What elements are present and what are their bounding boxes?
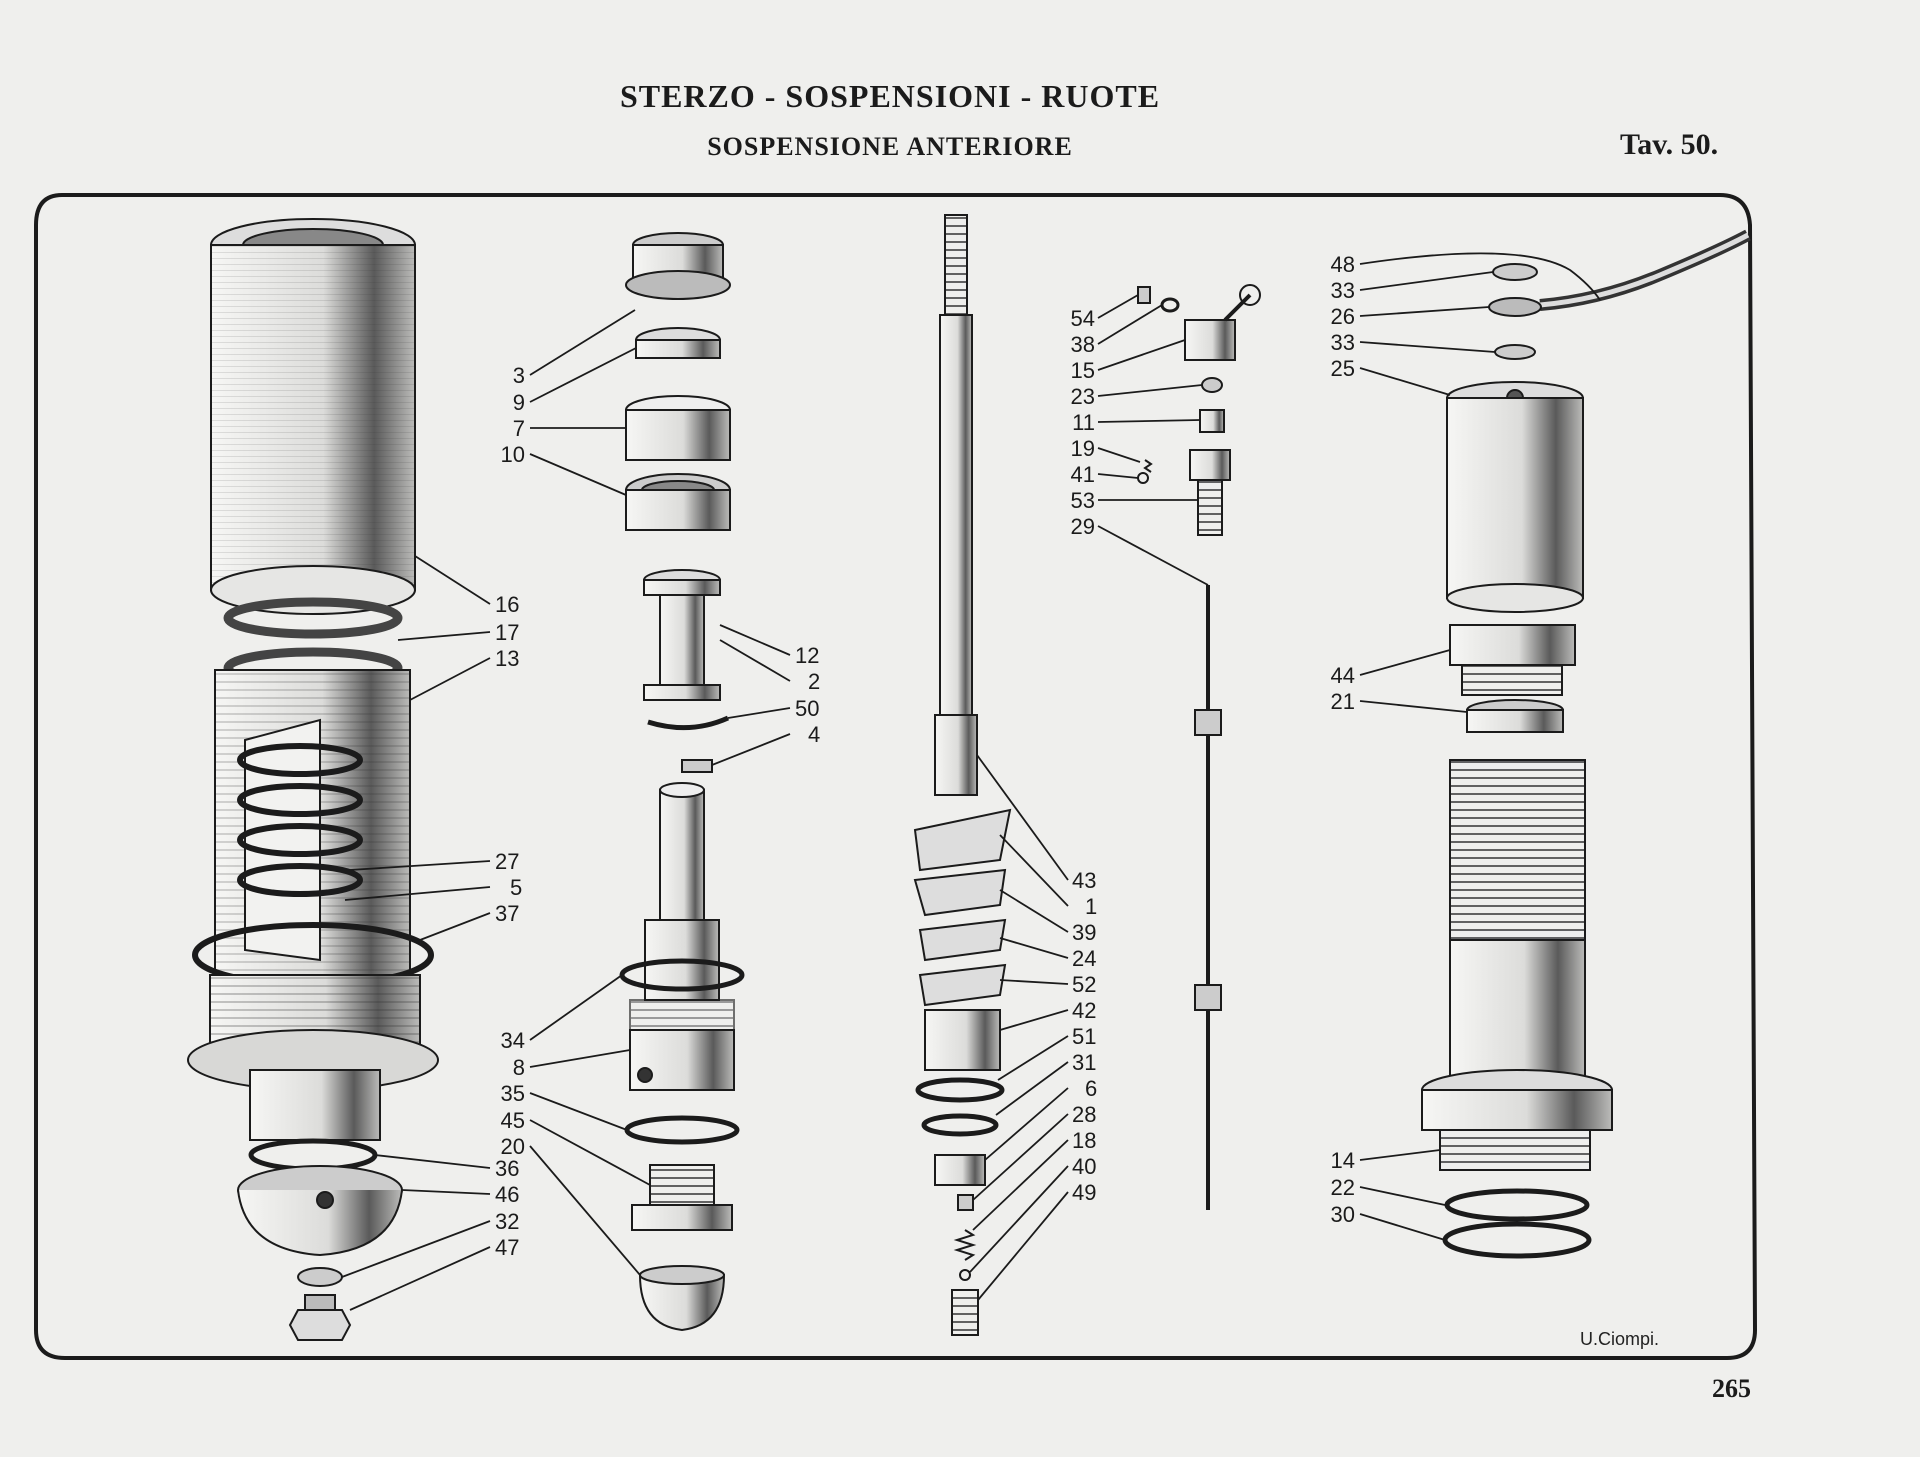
callout-30: 30 xyxy=(1331,1202,1355,1227)
callout-26: 26 xyxy=(1331,304,1355,329)
callout-2: 2 xyxy=(808,669,820,694)
callout-21: 21 xyxy=(1331,689,1355,714)
callout-35: 35 xyxy=(501,1081,525,1106)
callout-3: 3 xyxy=(513,363,525,388)
callout-18: 18 xyxy=(1072,1128,1096,1153)
callout-46: 46 xyxy=(495,1182,519,1207)
callout-40: 40 xyxy=(1072,1154,1096,1179)
callout-labels: 3 9 7 10 xyxy=(501,363,525,467)
callout-53: 53 xyxy=(1071,488,1095,513)
callout-37: 37 xyxy=(495,901,519,926)
callout-33-upper: 33 xyxy=(1331,278,1355,303)
callout-28: 28 xyxy=(1072,1102,1096,1127)
valve-parts xyxy=(1137,284,1261,1210)
artist-signature: U.Ciompi. xyxy=(1580,1329,1659,1349)
page-title: STERZO - SOSPENSIONI - RUOTE xyxy=(619,78,1161,114)
callout-11: 11 xyxy=(1072,410,1095,435)
callout-1: 1 xyxy=(1085,894,1097,919)
center-shaft xyxy=(913,214,1012,1336)
callout-54: 54 xyxy=(1071,306,1095,331)
callout-17: 17 xyxy=(495,620,519,645)
diagram-frame xyxy=(34,193,1758,1360)
right-assembly xyxy=(1421,229,1751,1259)
page-subtitle: SOSPENSIONE ANTERIORE xyxy=(707,132,1073,161)
callout-15: 15 xyxy=(1071,358,1095,383)
callout-36: 36 xyxy=(495,1156,519,1181)
callout-20: 20 xyxy=(501,1134,525,1159)
callout-12: 12 xyxy=(795,643,819,668)
callout-41: 41 xyxy=(1071,462,1095,487)
callout-44: 44 xyxy=(1331,663,1355,688)
callout-4: 4 xyxy=(808,722,820,747)
callout-45: 45 xyxy=(501,1108,525,1133)
callout-43: 43 xyxy=(1072,868,1096,893)
callout-25: 25 xyxy=(1331,356,1355,381)
callout-10: 10 xyxy=(501,442,525,467)
callout-51: 51 xyxy=(1072,1024,1096,1049)
callout-48: 48 xyxy=(1331,252,1355,277)
callout-14: 14 xyxy=(1331,1148,1355,1173)
callout-6: 6 xyxy=(1085,1076,1097,1101)
callout-24: 24 xyxy=(1072,946,1096,971)
callout-39: 39 xyxy=(1072,920,1096,945)
callout-23: 23 xyxy=(1071,384,1095,409)
callout-38: 38 xyxy=(1071,332,1095,357)
callout-13: 13 xyxy=(495,646,519,671)
callout-5: 5 xyxy=(510,875,522,900)
callout-22: 22 xyxy=(1331,1175,1355,1200)
callout-9: 9 xyxy=(513,390,525,415)
leader-lines xyxy=(341,252,1601,1311)
callout-27: 27 xyxy=(495,849,519,874)
callout-16: 16 xyxy=(495,592,519,617)
callout-52: 52 xyxy=(1072,972,1096,997)
callout-29: 29 xyxy=(1071,514,1095,539)
callout-32: 32 xyxy=(495,1209,519,1234)
callout-19: 19 xyxy=(1071,436,1095,461)
table-reference: Tav. 50. xyxy=(1620,128,1719,161)
left-assembly xyxy=(187,218,439,1341)
callout-50: 50 xyxy=(795,696,819,721)
callout-42: 42 xyxy=(1072,998,1096,1023)
page-number: 265 xyxy=(1712,1374,1751,1403)
second-column-parts xyxy=(619,232,745,1332)
callout-34: 34 xyxy=(501,1028,525,1053)
callout-7: 7 xyxy=(513,416,525,441)
callout-33-lower: 33 xyxy=(1331,330,1355,355)
callout-49: 49 xyxy=(1072,1180,1096,1205)
callout-8: 8 xyxy=(513,1055,525,1080)
callout-47: 47 xyxy=(495,1235,519,1260)
callout-31: 31 xyxy=(1072,1050,1096,1075)
